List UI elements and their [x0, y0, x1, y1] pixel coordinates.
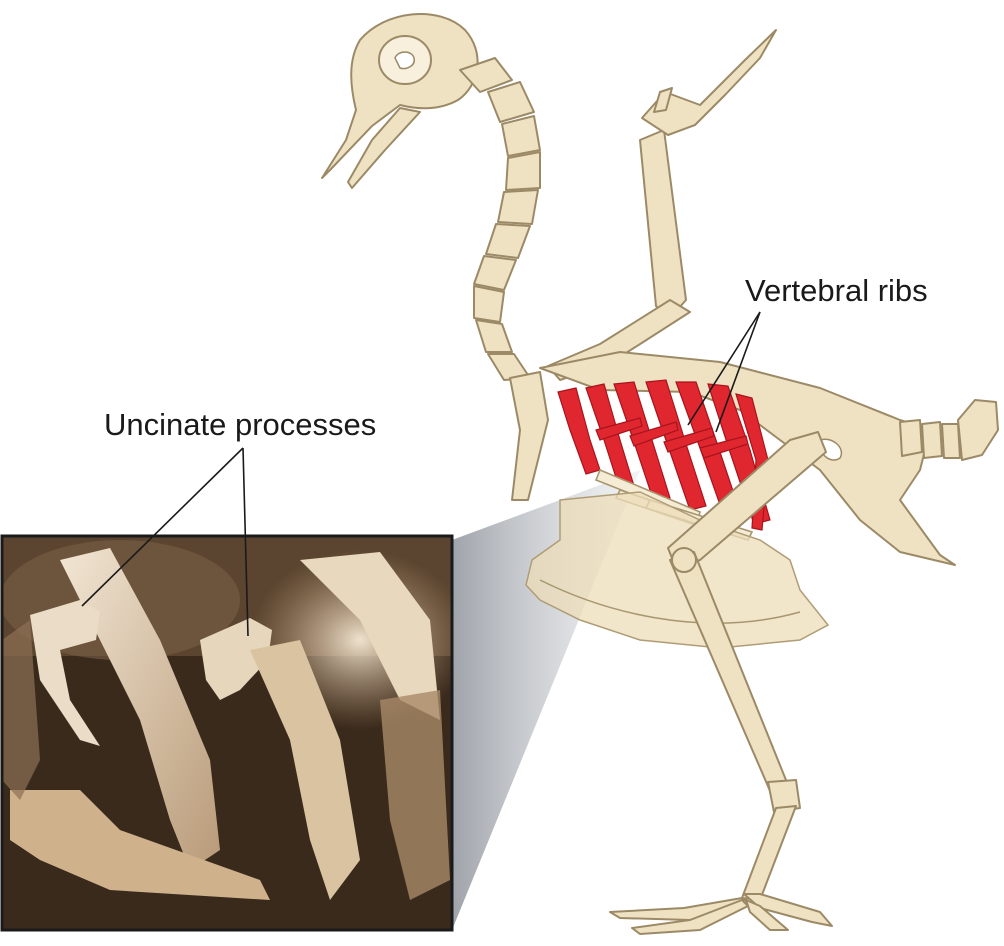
- photo-bone: [300, 552, 440, 720]
- photo-bone: [250, 640, 360, 900]
- toes: [609, 893, 833, 935]
- photo-bone: [2, 620, 40, 800]
- label-vertebral-ribs: Vertebral ribs: [745, 273, 928, 308]
- cervical-vertebrae: [459, 57, 541, 381]
- pygostyle: [957, 399, 999, 461]
- caudal-vertebrae: [899, 399, 999, 461]
- knee-joint: [671, 547, 697, 573]
- bird-skeleton: [321, 13, 999, 935]
- photo-uncinate-right: [200, 618, 272, 700]
- humerus: [639, 129, 687, 319]
- ankle-joint: [767, 779, 801, 813]
- leader-vertebral-ribs: [687, 311, 761, 433]
- femur: [667, 431, 827, 569]
- uncinate-photo-inset: [2, 536, 452, 930]
- photo-frame: [0, 534, 454, 932]
- photo-bone: [380, 690, 450, 900]
- tarsometatarsus: [741, 805, 797, 901]
- photo-bone: [60, 548, 220, 870]
- label-uncinate-processes: Uncinate processes: [104, 407, 376, 442]
- photo-uncinate-left: [30, 600, 100, 746]
- leader-uncinate-processes: [81, 447, 249, 637]
- wing-digit: [653, 87, 673, 113]
- keel-edge: [539, 579, 801, 624]
- photo-bone: [10, 790, 270, 900]
- wing-hand: [641, 29, 777, 136]
- orbit-hole: [394, 51, 415, 70]
- skull: [321, 13, 479, 179]
- coracoid: [509, 371, 549, 501]
- lower-beak: [347, 107, 421, 189]
